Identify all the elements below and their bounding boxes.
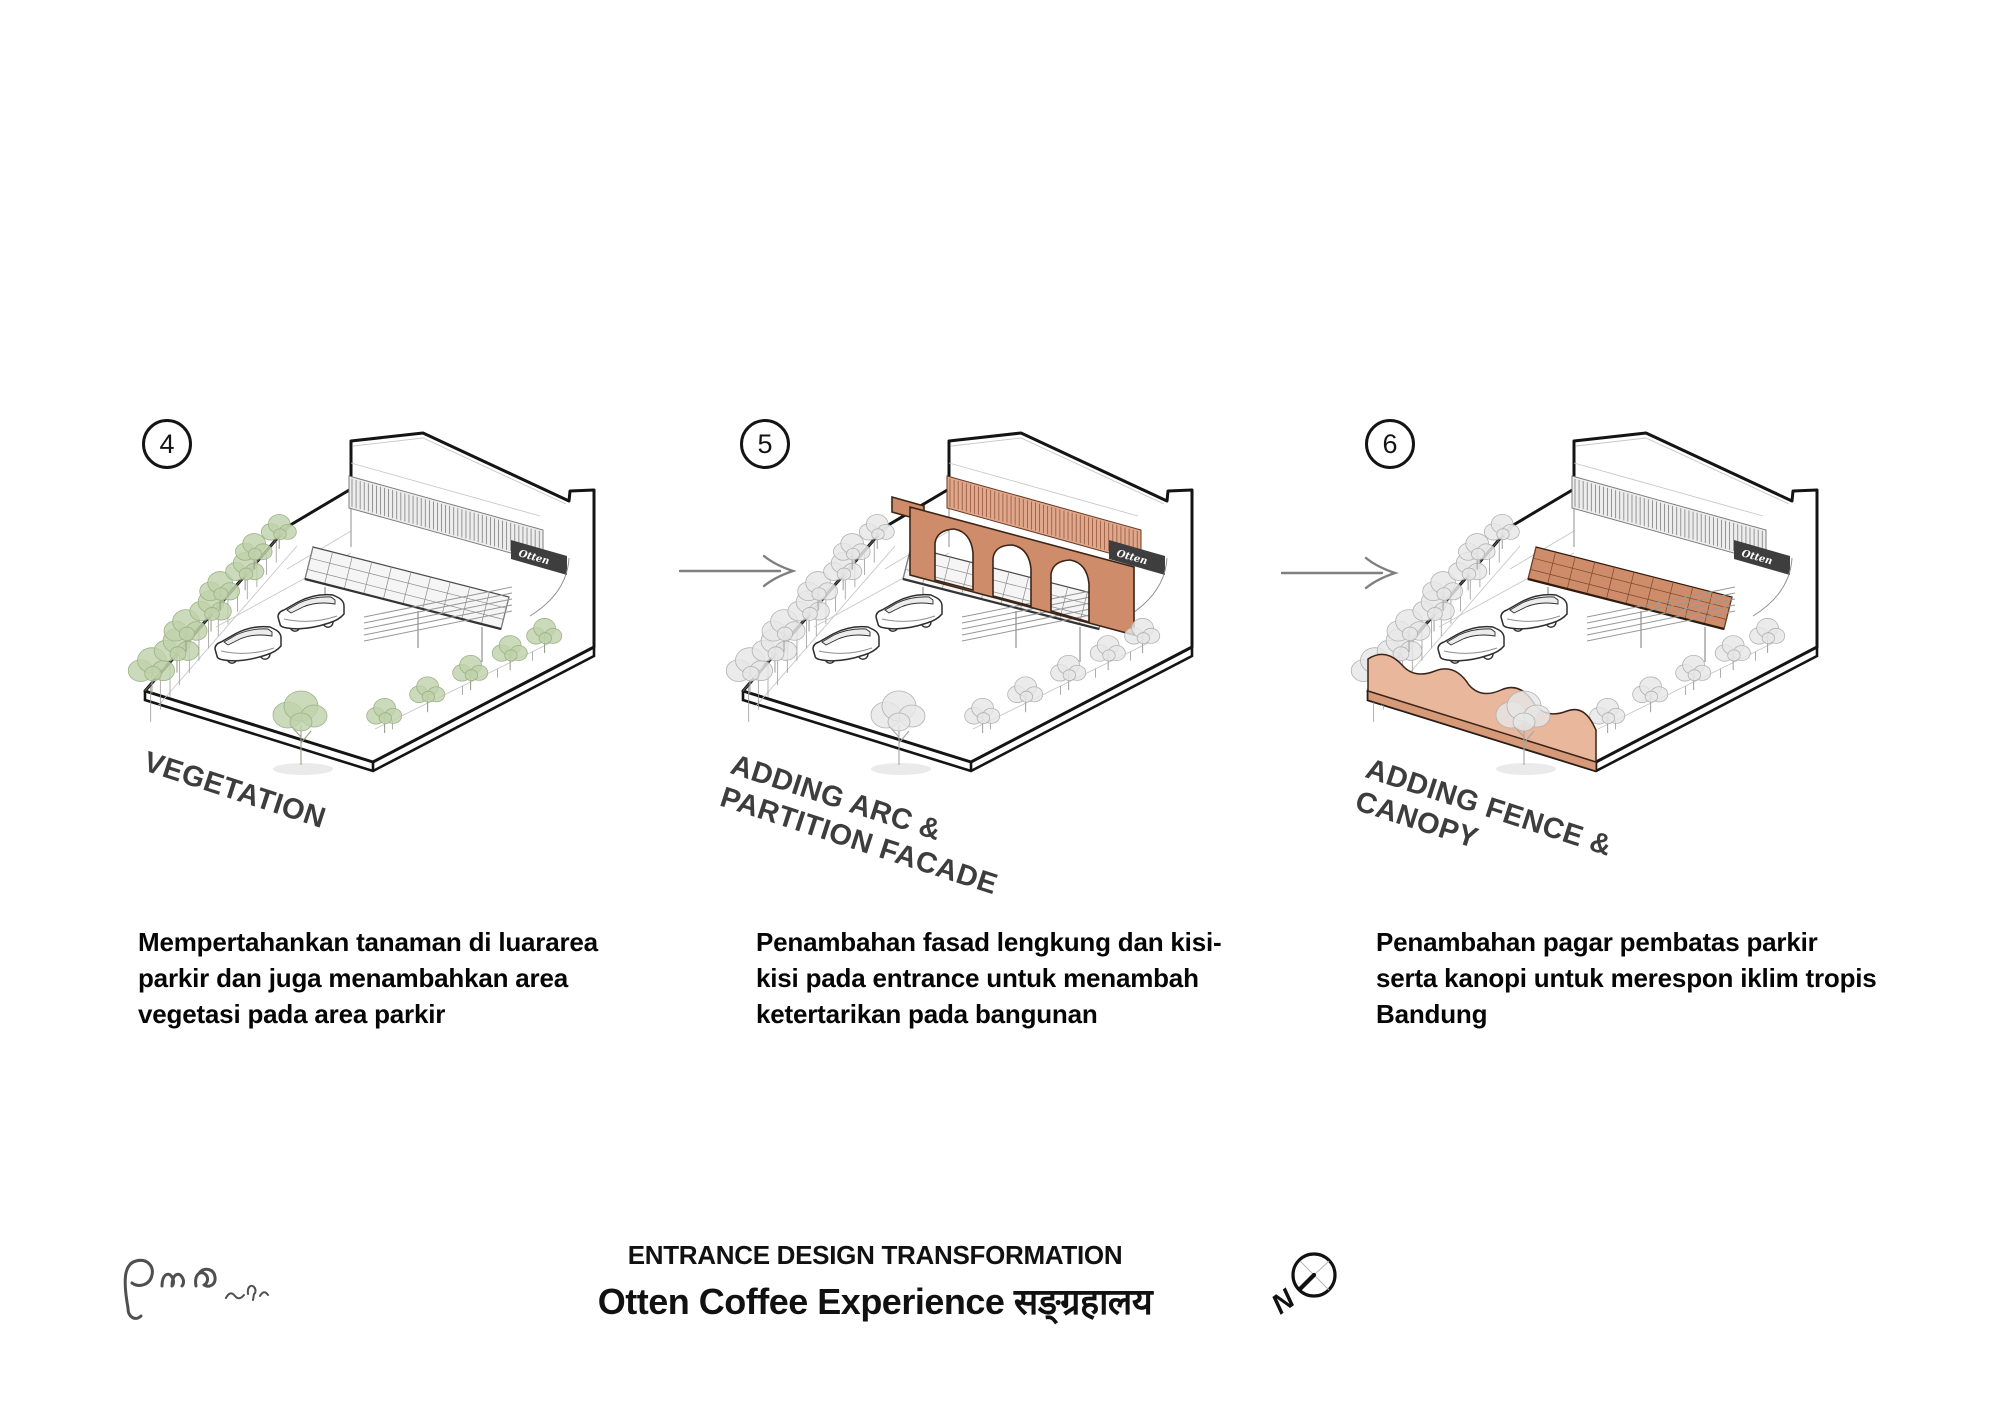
minivan: [812, 625, 880, 664]
hedge-trees: [964, 618, 1161, 733]
street-tree: [272, 690, 333, 775]
step-panel-4: 4 Otten: [120, 419, 680, 919]
step-description: Penambahan pagar pembatas parkir serta k…: [1376, 927, 1877, 1029]
entrance-arch-line: [529, 557, 570, 617]
transformation-arrow: [678, 554, 797, 588]
entrance-canopy: [1527, 546, 1733, 662]
step-number: 4: [159, 428, 175, 459]
hedge-trees: [366, 618, 563, 733]
north-arrow-icon: N: [1270, 1252, 1337, 1320]
minivan: [1500, 593, 1568, 632]
step-number-badge: 6: [1365, 419, 1415, 469]
shop-sign: [511, 540, 567, 575]
axonometric-diagram-vegetation: Otten: [120, 419, 680, 827]
parked-cars: [1437, 593, 1568, 664]
perimeter-trees: [725, 514, 895, 694]
perimeter-trees: [127, 514, 297, 694]
wavy-fence: [1367, 653, 1597, 772]
minivan: [875, 593, 943, 632]
step-description: Mempertahankan tanaman di luararea parki…: [138, 927, 598, 1029]
board-title-line1: ENTRANCE DESIGN TRANSFORMATION: [627, 1240, 1123, 1270]
hedge-trees: [1589, 618, 1786, 733]
site-plinth: [143, 647, 596, 773]
board-title-line2: Otten Coffee Experience सङ्ग्रहालय: [597, 1281, 1153, 1322]
street-tree: [1495, 690, 1556, 775]
street-tree: [870, 690, 931, 775]
entrance-canopy: [304, 546, 510, 662]
shop-sign: [1734, 540, 1790, 575]
step-number-badge: 4: [142, 419, 192, 469]
entrance-steps: [363, 586, 513, 642]
shop-sign: [1109, 540, 1165, 575]
step-number: 6: [1382, 428, 1398, 459]
parked-cars: [214, 593, 345, 664]
studio-logo: [123, 1258, 269, 1320]
step-number: 5: [757, 428, 773, 459]
louver-facade-band: [348, 475, 544, 563]
entrance-steps: [1586, 586, 1736, 642]
parked-cars: [812, 593, 943, 664]
step-panel-6: 6 Otten: [1343, 419, 1903, 919]
step-number-badge: 5: [740, 419, 790, 469]
site-plinth: [741, 647, 1194, 773]
transformation-arrow: [1280, 556, 1399, 590]
minivan: [214, 625, 282, 664]
axonometric-diagram-arc-facade: Otten: [718, 419, 1278, 827]
minivan: [1437, 625, 1505, 664]
entrance-arch-line: [1752, 557, 1793, 617]
minivan: [277, 593, 345, 632]
step-panel-5: 5 Otten: [716, 419, 1278, 919]
board-title: ENTRANCE DESIGN TRANSFORMATION Otten Cof…: [575, 1240, 1175, 1325]
axonometric-diagram-fence-canopy: Otten: [1343, 419, 1903, 827]
step-description: Penambahan fasad lengkung dan kisi-kisi …: [756, 927, 1222, 1029]
